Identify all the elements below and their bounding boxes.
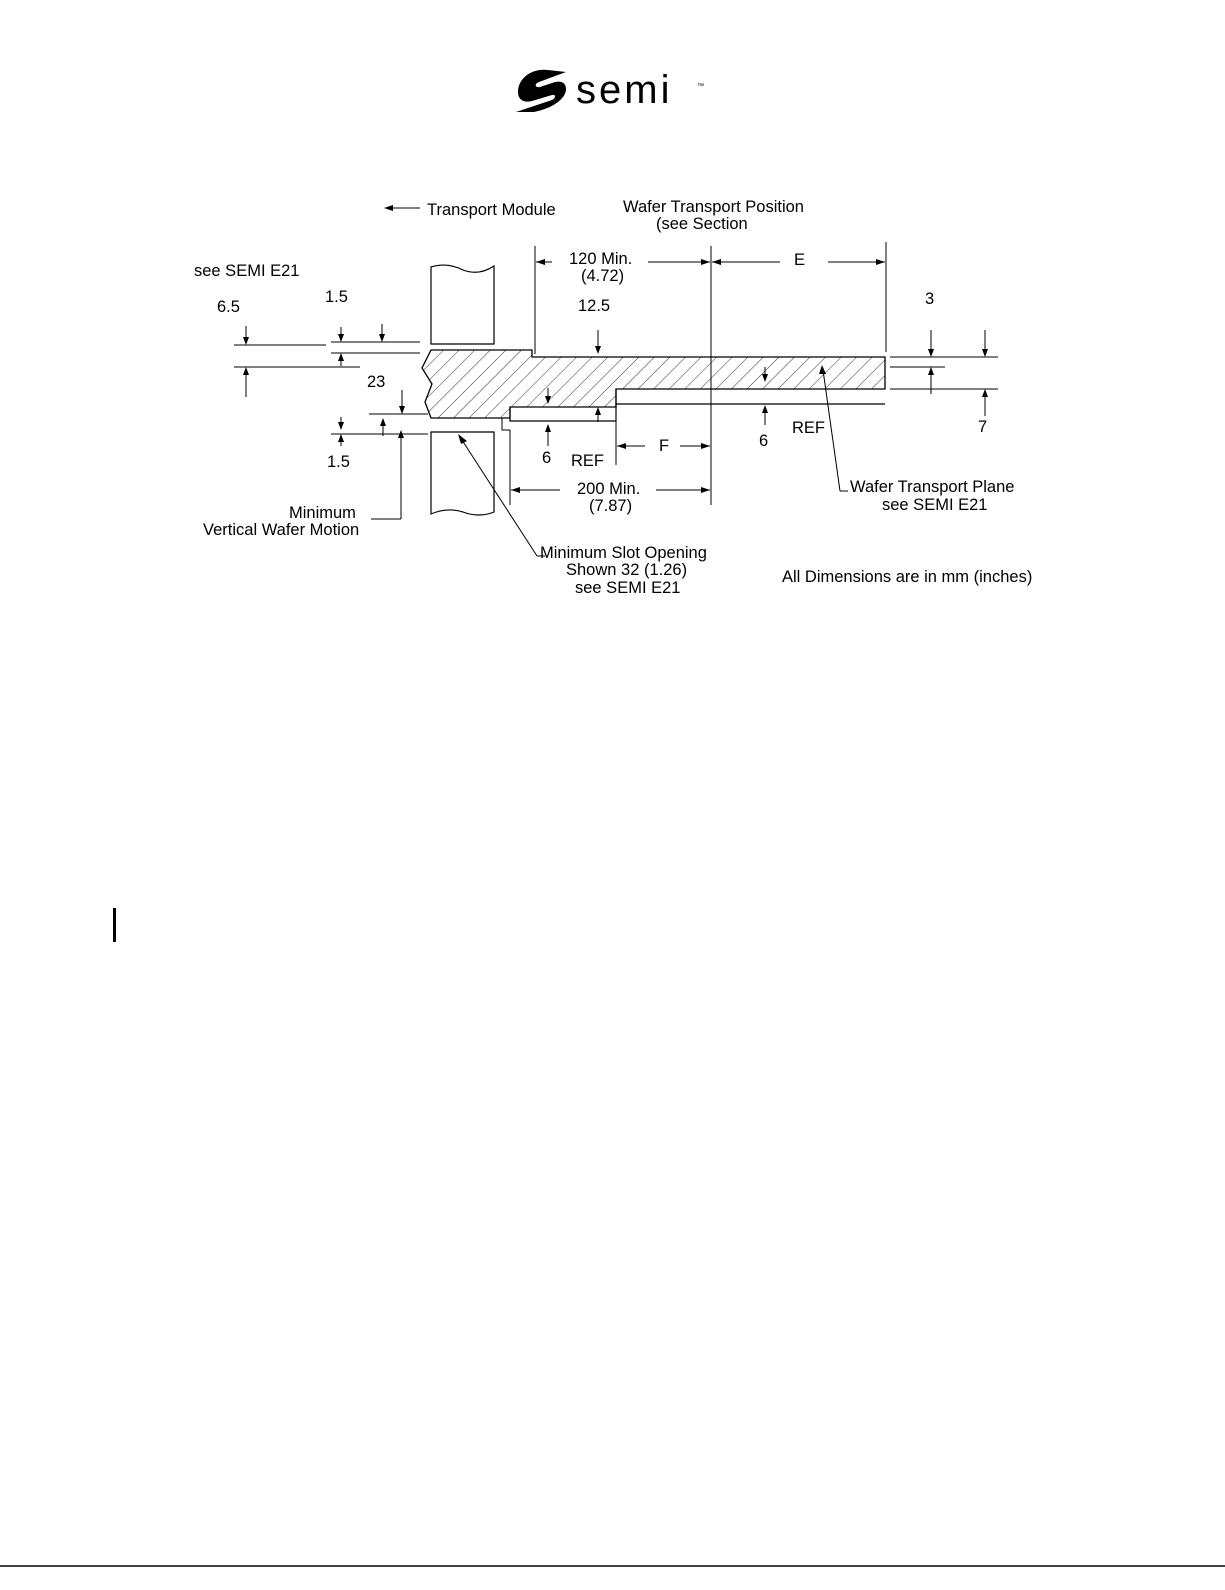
ref-left: REF [571, 452, 604, 470]
dim-200-inches: (7.87) [589, 497, 632, 515]
ref-plate [616, 389, 885, 404]
wafer-blade-hatched [422, 350, 885, 418]
semi-logo: semi ™ [516, 68, 704, 112]
dim-1-5-bottom: 1.5 [327, 453, 350, 471]
dim-3: 3 [925, 290, 934, 308]
dim-6-left: 6 [542, 449, 551, 467]
label-shown-32: Shown 32 (1.26) [566, 561, 687, 579]
dim-200-min: 200 Min. [577, 480, 640, 498]
label-wafer-transport-plane: Wafer Transport Plane [850, 478, 1014, 496]
dim-12-5: 12.5 [578, 297, 610, 315]
label-minimum-slot-opening: Minimum Slot Opening [540, 544, 707, 562]
label-see-section: (see Section [656, 215, 748, 233]
label-slot-see-semi: see SEMI E21 [575, 579, 680, 597]
dim-6-right: 6 [759, 432, 768, 450]
ref-right: REF [792, 419, 825, 437]
label-vertical-wafer-motion: Vertical Wafer Motion [203, 521, 359, 539]
label-transport-module: Transport Module [427, 201, 556, 219]
dim-120-inches: (4.72) [581, 267, 624, 285]
dim-6-5: 6.5 [217, 298, 240, 316]
transport-module-upper [431, 265, 494, 344]
semi-swoosh-icon [516, 70, 566, 112]
dim-f: F [659, 437, 669, 455]
dim-120-min: 120 Min. [569, 250, 632, 268]
label-see-semi-e21: see SEMI E21 [194, 262, 299, 280]
logo-wordmark: semi [576, 68, 672, 112]
label-wafer-plane-see-semi: see SEMI E21 [882, 496, 987, 514]
dim-e: E [794, 251, 805, 269]
change-bar [113, 908, 116, 942]
dim-1-5-top: 1.5 [325, 288, 348, 306]
logo-trademark: ™ [697, 83, 704, 90]
transport-module-lower [431, 432, 494, 515]
label-minimum: Minimum [289, 504, 356, 522]
label-all-dimensions: All Dimensions are in mm (inches) [782, 568, 1032, 586]
label-wafer-transport-position: Wafer Transport Position [623, 198, 804, 216]
dim-23: 23 [367, 373, 385, 391]
dim-7: 7 [978, 418, 987, 436]
